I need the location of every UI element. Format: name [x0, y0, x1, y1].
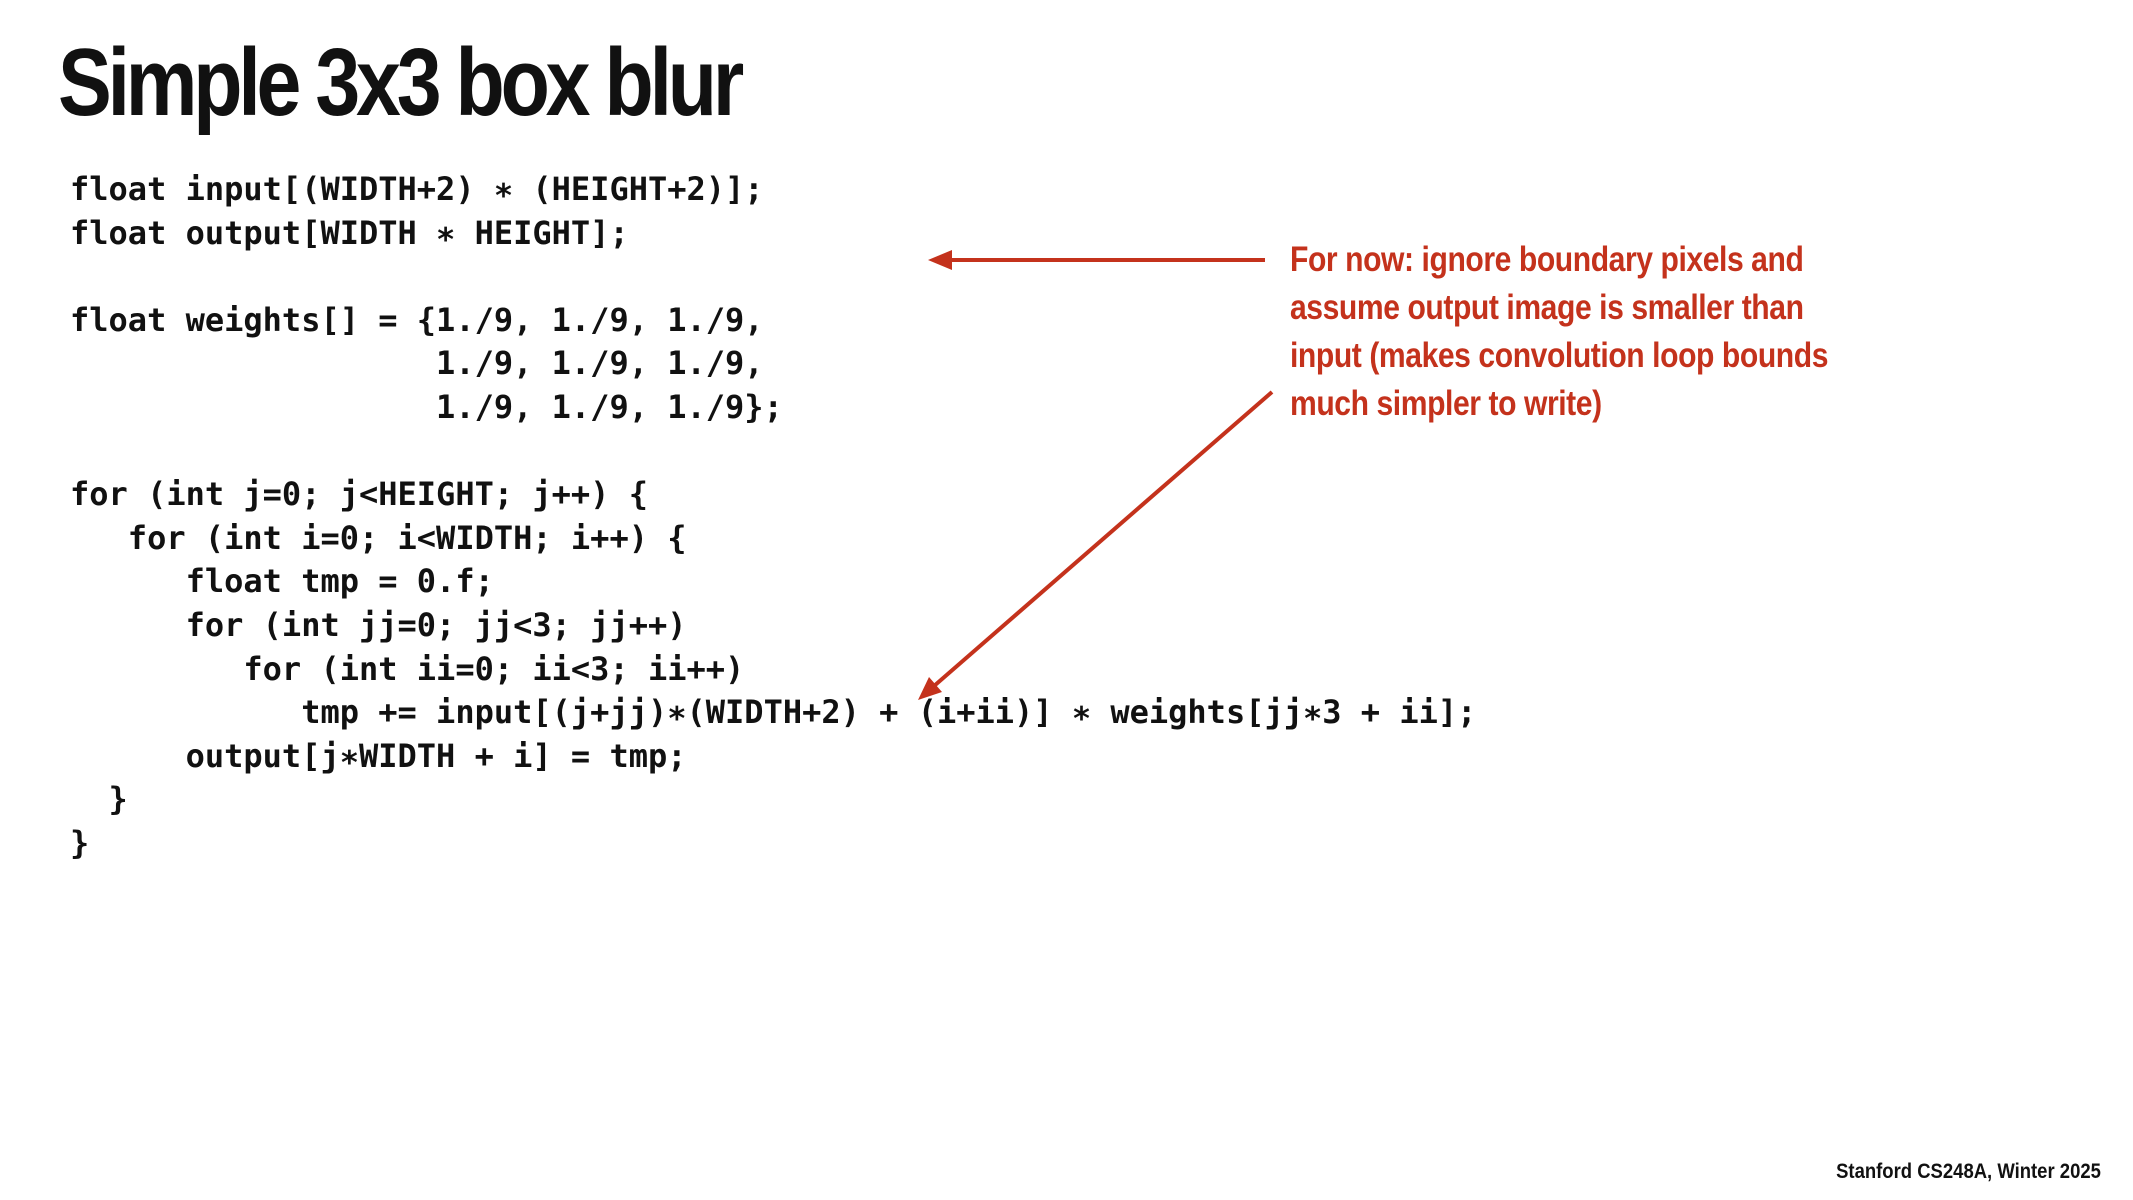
- code-line-ii-loop: for (int ii=0; ii<3; ii++): [70, 649, 745, 688]
- annotation-line: For now: ignore boundary pixels and: [1290, 240, 1804, 279]
- code-line-weights-row-1: float weights[] = {1./9, 1./9, 1./9,: [70, 300, 764, 339]
- annotation-line: much simpler to write): [1290, 384, 1602, 423]
- code-line-blank: [70, 255, 1476, 299]
- code-line-weights-row-2: 1./9, 1./9, 1./9,: [70, 344, 764, 383]
- annotation-line: input (makes convolution loop bounds: [1290, 336, 1829, 375]
- code-line-close-inner: }: [70, 780, 128, 819]
- code-line-close-outer: }: [70, 823, 90, 862]
- slide-title: Simple 3x3 box blur: [58, 29, 744, 136]
- code-block: float input[(WIDTH+2) ∗ (HEIGHT+2)]; floa…: [70, 168, 1476, 866]
- code-line-input-decl: float input[(WIDTH+2) ∗ (HEIGHT+2)];: [70, 170, 764, 208]
- code-line-jj-loop: for (int jj=0; jj<3; jj++): [70, 605, 687, 644]
- code-line-weights-row-3: 1./9, 1./9, 1./9};: [70, 387, 783, 426]
- code-line-output-write: output[j∗WIDTH + i] = tmp;: [70, 736, 687, 775]
- code-line-accumulate: tmp += input[(j+jj)∗(WIDTH+2) + (i+ii)] …: [70, 693, 1477, 732]
- annotation-line: assume output image is smaller than: [1290, 288, 1804, 327]
- code-line-outer-loop: for (int j=0; j<HEIGHT; j++) {: [70, 475, 648, 514]
- code-line-tmp-init: float tmp = 0.f;: [70, 562, 494, 601]
- code-line-blank: [70, 430, 1476, 474]
- code-line-output-decl: float output[WIDTH ∗ HEIGHT];: [70, 213, 629, 252]
- course-footer: Stanford CS248A, Winter 2025: [1836, 1160, 2101, 1183]
- annotation-note: For now: ignore boundary pixels and assu…: [1290, 236, 1829, 428]
- code-line-inner-loop: for (int i=0; i<WIDTH; i++) {: [70, 518, 687, 557]
